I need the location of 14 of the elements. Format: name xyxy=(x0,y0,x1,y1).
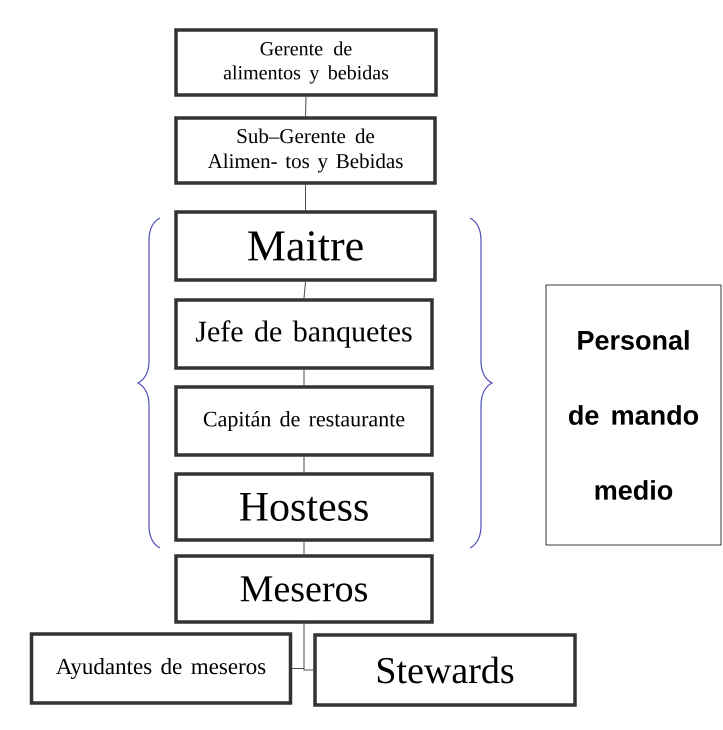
org-box: Sub–Gerente de Alimen- tos y Bebidas xyxy=(174,116,437,185)
note-box: Personal de mando medio xyxy=(546,284,722,546)
org-box: Jefe de banquetes xyxy=(174,298,434,370)
org-box: Ayudantes de meseros xyxy=(30,632,292,705)
connector-line xyxy=(304,281,306,299)
connector-line xyxy=(305,96,306,117)
org-box: Gerente de alimentos y bebidas xyxy=(174,28,438,97)
org-box: Hostess xyxy=(174,472,434,542)
connector-line xyxy=(304,623,314,670)
org-box: Maitre xyxy=(174,210,437,282)
org-box: Meseros xyxy=(174,554,434,624)
connector-line xyxy=(305,184,306,211)
org-box: Capitán de restaurante xyxy=(174,385,434,457)
org-box: Stewards xyxy=(313,633,577,707)
